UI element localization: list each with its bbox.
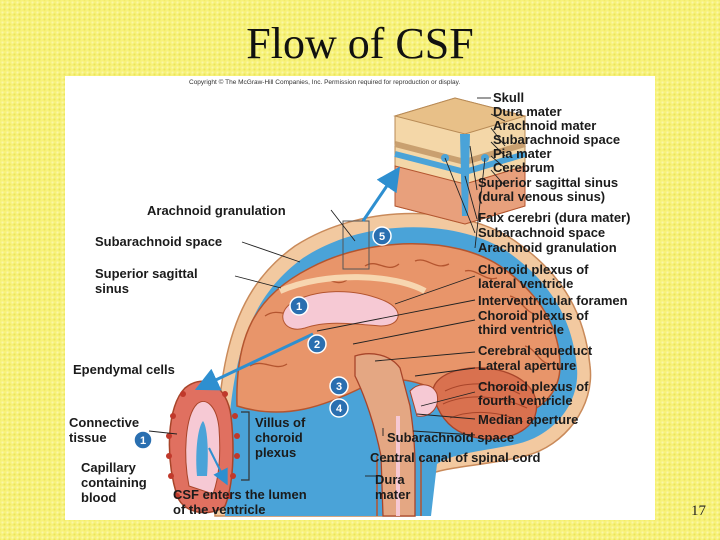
slide-title: Flow of CSF: [246, 19, 474, 68]
head-section: [214, 212, 592, 517]
label-arachnoid-mater: Arachnoid mater: [493, 118, 596, 133]
slide-number: 17: [691, 503, 706, 519]
label-choroid-fourth-1: Choroid plexus of: [478, 379, 589, 394]
svg-text:5: 5: [379, 231, 385, 243]
label-choroid-lateral-1: Choroid plexus of: [478, 262, 589, 277]
label-cerebrum: Cerebrum: [493, 160, 554, 175]
label-falx-cerebri: Falx cerebri (dura mater): [478, 210, 630, 225]
label-superior-sagittal-sinus: Superior sagittal sinus: [478, 175, 618, 190]
label-ependymal-cells: Ependymal cells: [73, 362, 175, 377]
label-subarachnoid-space-left: Subarachnoid space: [95, 234, 222, 249]
label-connective-tissue-1: Connective: [69, 415, 139, 430]
anatomy-figure: Copyright © The McGraw-Hill Companies, I…: [65, 76, 655, 520]
label-subarachnoid-space-right: Subarachnoid space: [478, 225, 605, 240]
copyright-notice: Copyright © The McGraw-Hill Companies, I…: [189, 79, 461, 86]
label-median-aperture: Median aperture: [478, 412, 578, 427]
label-dural-venous-sinus: (dural venous sinus): [478, 189, 605, 204]
leader-lines: [148, 97, 506, 477]
zoom-region-box: [342, 220, 370, 270]
step-badge-1-inset: 1: [133, 430, 153, 450]
label-pia-mater: Pia mater: [493, 146, 552, 161]
label-choroid-fourth-2: fourth ventricle: [478, 393, 573, 408]
step-badge-5: 5: [372, 226, 392, 246]
label-capillary-1: Capillary: [81, 460, 137, 475]
label-cerebral-aqueduct: Cerebral aqueduct: [478, 343, 593, 358]
label-central-canal: Central canal of spinal cord: [370, 450, 541, 465]
zoom-arrow-top: [361, 166, 401, 222]
label-superior-sagittal-left-1: Superior sagittal: [95, 266, 198, 281]
gyri: [249, 259, 550, 393]
csf-enter-arrow: [208, 447, 228, 486]
label-dura-bottom-2: mater: [375, 487, 410, 502]
label-dura-mater: Dura mater: [493, 104, 562, 119]
label-interventricular-foramen: Interventricular foramen: [478, 293, 628, 308]
label-choroid-lateral-2: lateral ventricle: [478, 276, 573, 291]
label-superior-sagittal-left-2: sinus: [95, 281, 129, 296]
label-lateral-aperture: Lateral aperture: [478, 358, 576, 373]
label-villus-3: plexus: [255, 445, 296, 460]
label-subarachnoid-space-bottom: Subarachnoid space: [387, 430, 514, 445]
svg-text:2: 2: [314, 339, 320, 351]
fourth-ventricle: [409, 384, 439, 417]
svg-text:1: 1: [296, 301, 302, 313]
label-capillary-3: blood: [81, 490, 116, 505]
label-csf-enters-1: CSF enters the lumen: [173, 487, 307, 502]
meninges-block: [393, 97, 527, 225]
villus-bracket: [241, 411, 250, 481]
label-dura-bottom-1: Dura: [375, 472, 405, 487]
label-csf-enters-2: of the ventricle: [173, 502, 265, 517]
label-villus-2: choroid: [255, 430, 303, 445]
label-arachnoid-granulation-left: Arachnoid granulation: [147, 203, 286, 218]
label-capillary-2: containing: [81, 475, 147, 490]
step-badge-3: 3: [329, 376, 349, 396]
label-connective-tissue-2: tissue: [69, 430, 107, 445]
svg-text:4: 4: [336, 403, 343, 415]
label-choroid-third-2: third ventricle: [478, 322, 564, 337]
label-choroid-third-1: Choroid plexus of: [478, 308, 589, 323]
step-badges: 1 2 3 4 5 1: [133, 226, 392, 450]
step-badge-4: 4: [329, 398, 349, 418]
csf-flow-diagram: 1 2 3 4 5 1 Skul: [69, 90, 630, 517]
zoom-arrow-left: [194, 332, 314, 391]
label-subarachnoid-space-top: Subarachnoid space: [493, 132, 620, 147]
lateral-ventricle: [282, 291, 399, 330]
central-canal: [396, 416, 400, 516]
svg-text:1: 1: [140, 435, 146, 447]
left-labels: Arachnoid granulation Subarachnoid space…: [69, 203, 307, 517]
svg-text:3: 3: [336, 381, 342, 393]
step-badge-1: 1: [289, 296, 309, 316]
label-villus-1: Villus of: [255, 415, 306, 430]
right-labels: Skull Dura mater Arachnoid mater Subarac…: [370, 90, 630, 502]
label-arachnoid-granulation-right: Arachnoid granulation: [478, 240, 617, 255]
step-badge-2: 2: [307, 334, 327, 354]
label-skull: Skull: [493, 90, 524, 105]
